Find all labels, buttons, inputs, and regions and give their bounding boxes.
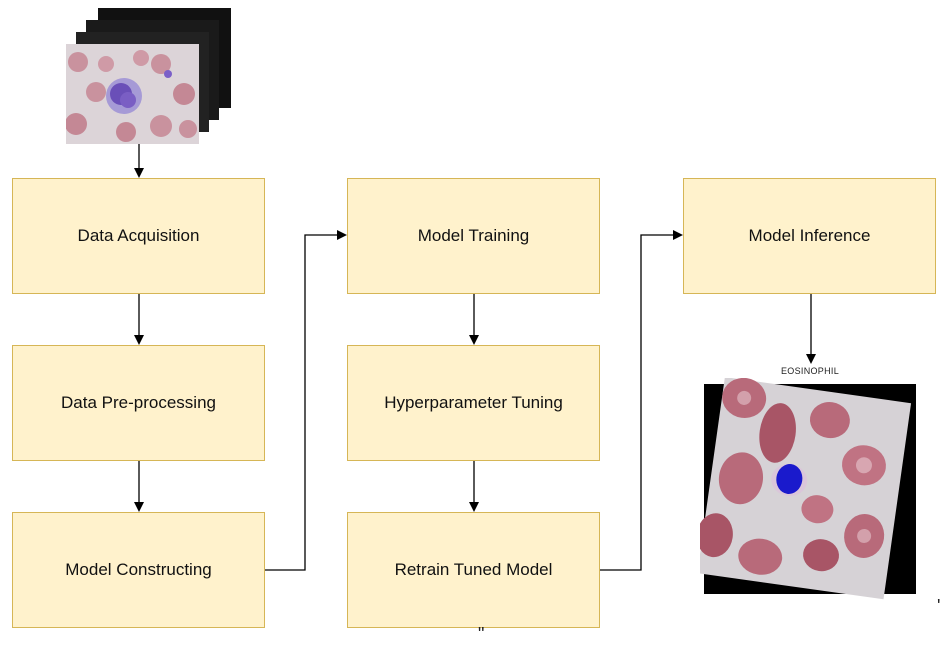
- inference-result: EOSINOPHIL: [700, 366, 920, 602]
- step-hyperparameter-tuning: Hyperparameter Tuning: [347, 345, 600, 461]
- blood-smear-thumbnail: [66, 44, 199, 144]
- step-label: Data Pre-processing: [61, 393, 216, 412]
- arrow-constructing-to-training: [265, 230, 347, 571]
- step-model-training: Model Training: [347, 178, 600, 294]
- step-data-acquisition: Data Acquisition: [12, 178, 265, 294]
- stray-apostrophe-mark: ': [937, 596, 941, 616]
- arrow-retrain-to-inference: [600, 230, 683, 571]
- step-label: Retrain Tuned Model: [394, 560, 553, 579]
- step-label: Model Training: [417, 226, 530, 245]
- step-model-inference: Model Inference: [683, 178, 936, 294]
- step-label: Data Acquisition: [77, 226, 200, 245]
- eosinophil-image: [700, 378, 916, 600]
- step-model-constructing: Model Constructing: [12, 512, 265, 628]
- stray-quote-mark: ": [478, 624, 485, 644]
- step-label: Model Inference: [748, 226, 871, 245]
- step-label: Model Constructing: [65, 560, 212, 579]
- result-class-label: EOSINOPHIL: [780, 366, 839, 376]
- step-label: Hyperparameter Tuning: [384, 393, 563, 412]
- step-data-preprocessing: Data Pre-processing: [12, 345, 265, 461]
- input-image-stack: [66, 8, 236, 144]
- step-retrain-tuned-model: Retrain Tuned Model: [347, 512, 600, 628]
- blood-smear-image: [66, 44, 199, 144]
